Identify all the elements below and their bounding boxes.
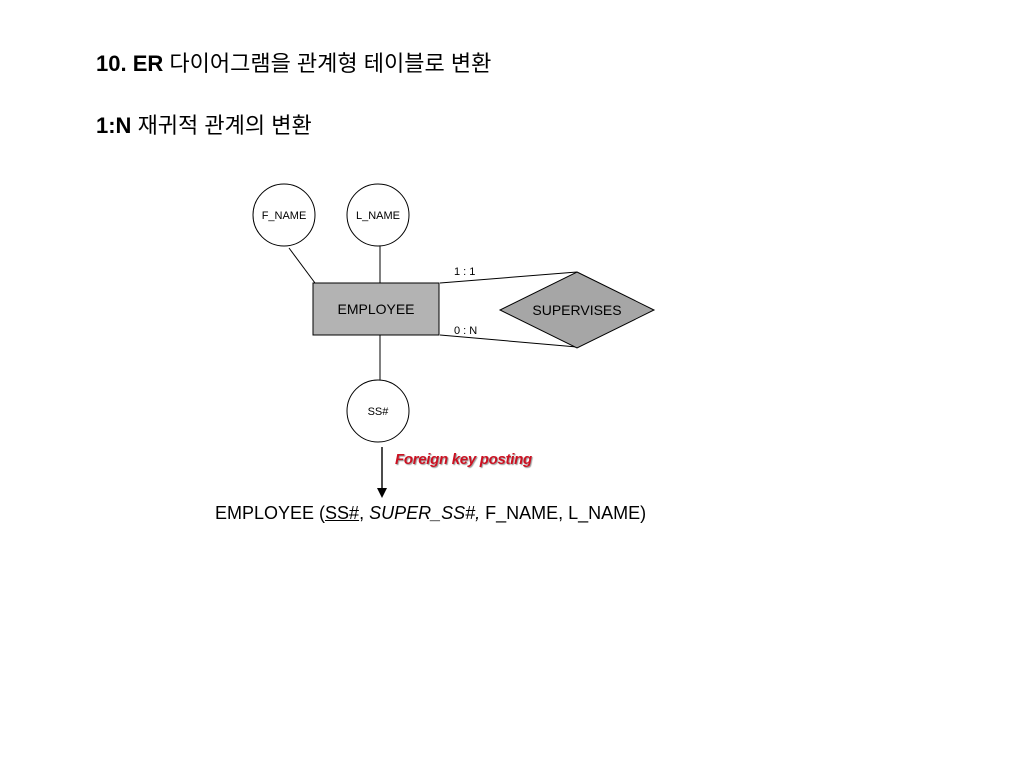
- relationship-line-top: [439, 271, 578, 284]
- fname-connector: [288, 247, 316, 284]
- subtitle-text: 재귀적 관계의 변환: [131, 113, 312, 138]
- schema-foreign-key: SUPER_SS#,: [369, 503, 481, 523]
- cardinality-bottom: 0 : N: [454, 325, 477, 337]
- attribute-lname-label: L_NAME: [356, 210, 400, 222]
- slide-title: 10. ER 다이어그램을 관계형 테이블로 변환: [96, 50, 491, 78]
- attribute-lname: [346, 183, 410, 247]
- relationship-supervises-label: SUPERVISES: [532, 302, 621, 318]
- relationship-line-bottom: [439, 334, 578, 348]
- title-text: 다이어그램을 관계형 테이블로 변환: [163, 51, 492, 76]
- schema-rest: F_NAME, L_NAME): [480, 503, 647, 523]
- slide-subtitle: 1:N 재귀적 관계의 변환: [96, 112, 312, 140]
- relationship-supervises: [498, 271, 656, 349]
- subtitle-prefix: 1:N: [96, 113, 132, 138]
- schema-primary-key: SS#: [325, 503, 360, 523]
- transform-arrow-head: [377, 488, 387, 498]
- cardinality-top: 1 : 1: [454, 266, 475, 278]
- entity-employee-label: EMPLOYEE: [337, 301, 414, 317]
- foreign-key-annotation: Foreign key posting: [395, 451, 532, 468]
- attribute-fname: [252, 183, 316, 247]
- schema-table: EMPLOYEE (: [215, 503, 326, 523]
- entity-employee: [312, 282, 440, 336]
- attribute-fname-label: F_NAME: [262, 210, 307, 222]
- attribute-ssn: [346, 379, 410, 443]
- attribute-ssn-label: SS#: [368, 406, 390, 418]
- schema-separator: ,: [359, 503, 370, 523]
- title-prefix: 10. ER: [96, 51, 164, 76]
- relational-schema: EMPLOYEE (SS#, SUPER_SS#, F_NAME, L_NAME…: [215, 501, 646, 525]
